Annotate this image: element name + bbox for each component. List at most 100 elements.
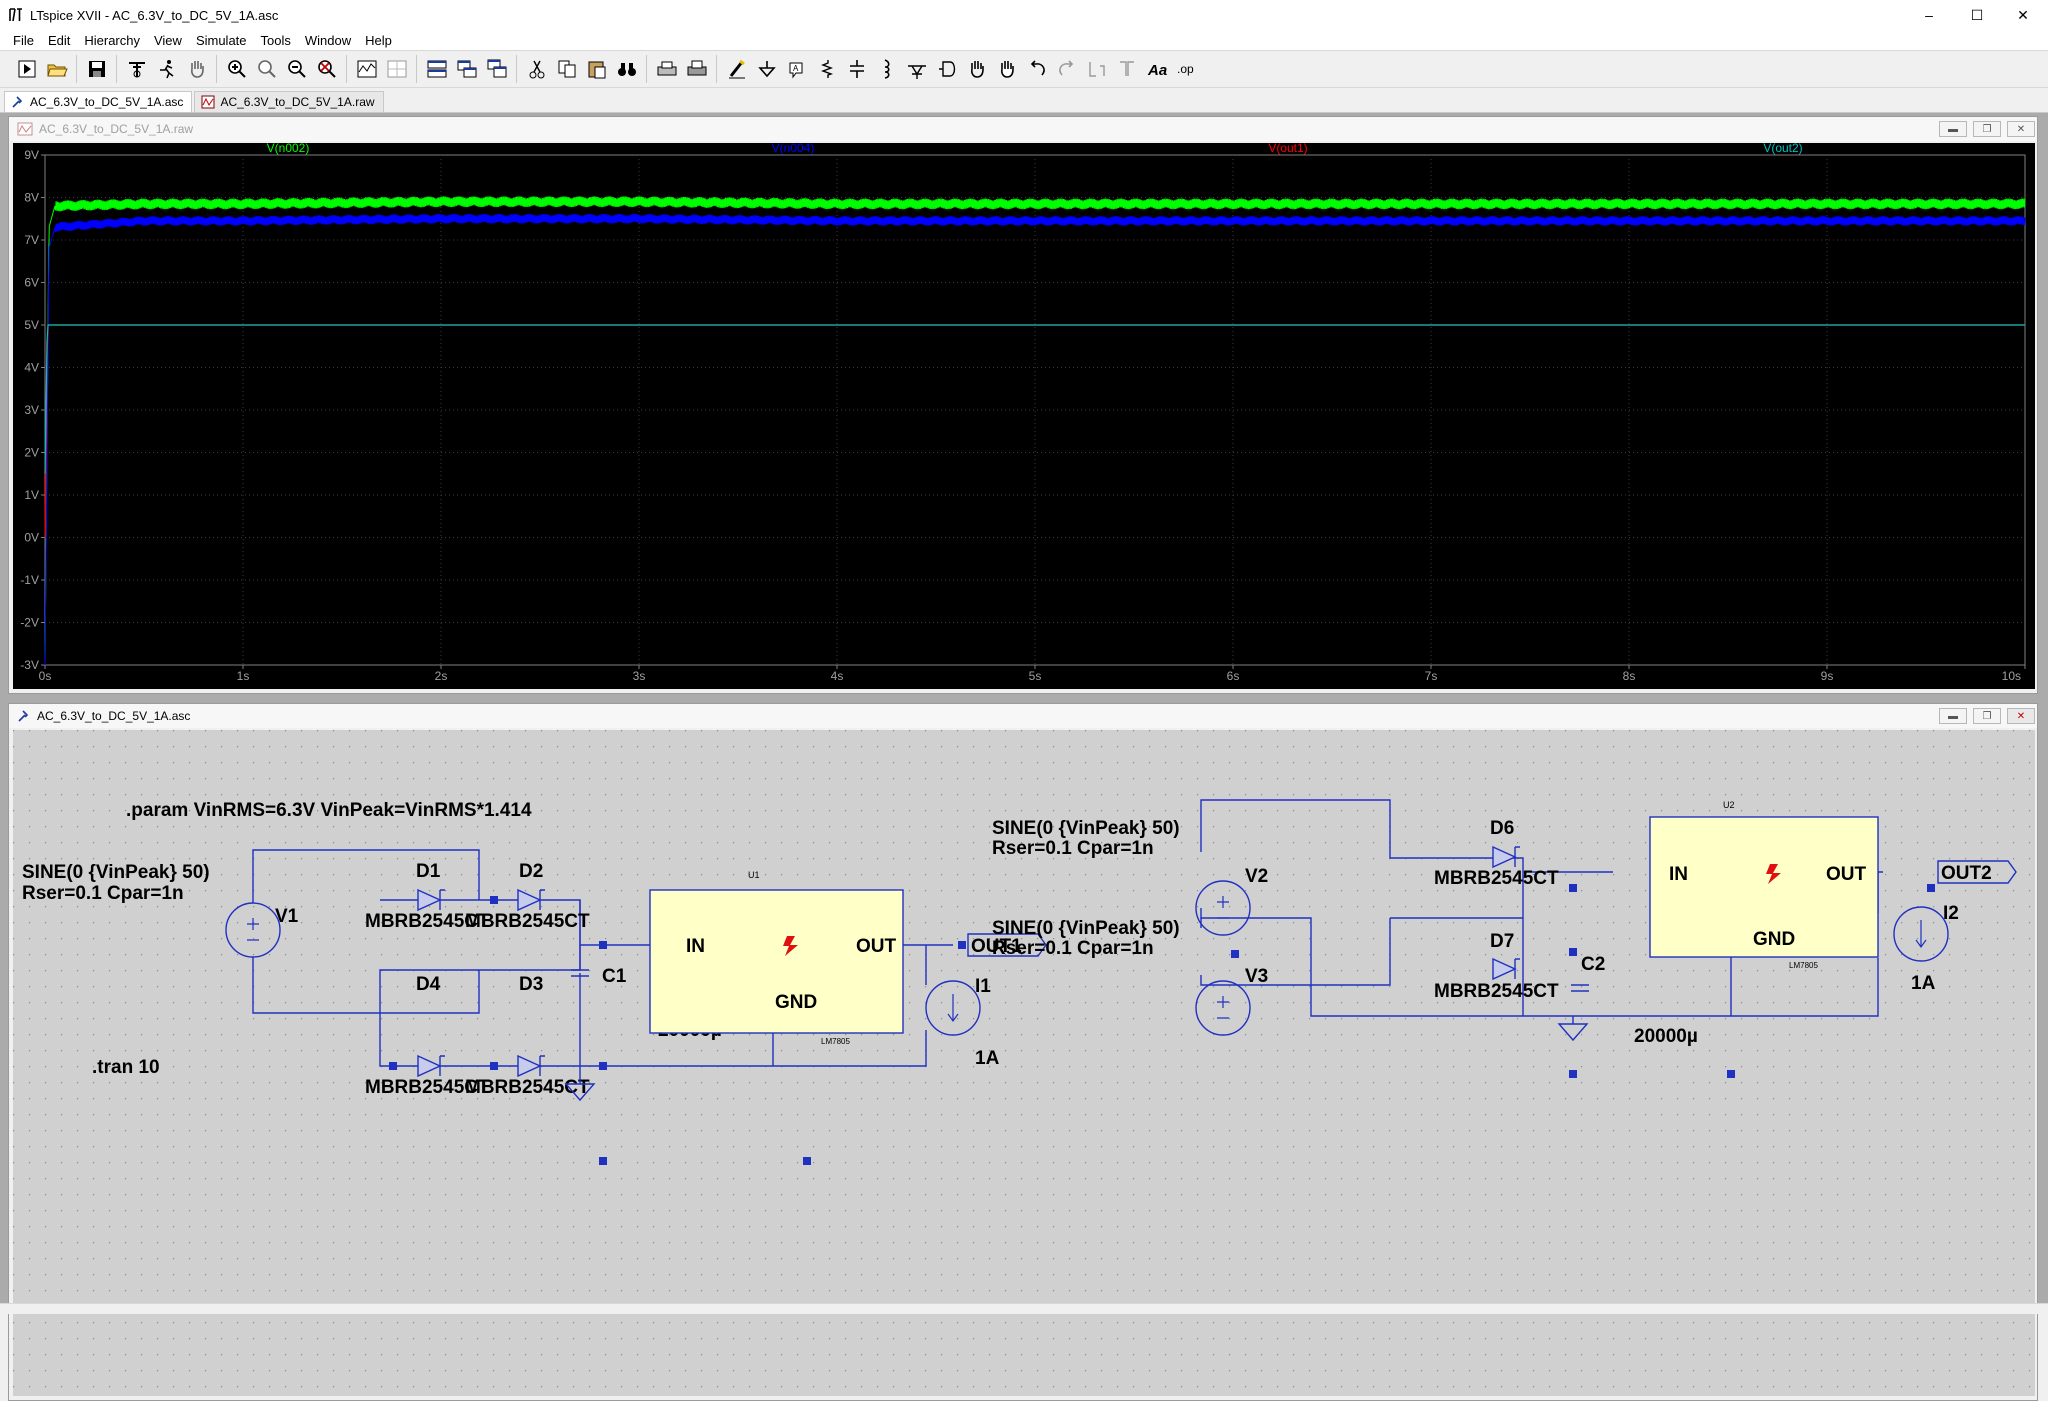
waveform-icon xyxy=(17,122,33,136)
regulator-u1[interactable] xyxy=(649,889,904,1034)
paste-button[interactable] xyxy=(582,54,612,84)
spice-directive-button[interactable]: .op xyxy=(1172,54,1202,84)
zoom-cancel-button[interactable] xyxy=(312,54,342,84)
save-button[interactable] xyxy=(82,54,112,84)
capacitor-c2[interactable] xyxy=(1571,984,1589,992)
diode-button[interactable] xyxy=(902,54,932,84)
minimize-button[interactable]: – xyxy=(1906,0,1952,30)
print-button[interactable] xyxy=(652,54,682,84)
capacitor-c1[interactable] xyxy=(571,969,589,977)
undo-button[interactable] xyxy=(1022,54,1052,84)
toolbar-separator xyxy=(216,55,218,83)
zoom-box-button[interactable] xyxy=(252,54,282,84)
cascade-button[interactable] xyxy=(482,54,512,84)
toolbar-separator xyxy=(346,55,348,83)
close-button[interactable]: ✕ xyxy=(2000,0,2046,30)
grid-button[interactable] xyxy=(382,54,412,84)
find-button[interactable] xyxy=(612,54,642,84)
waveform-window-titlebar[interactable]: AC_6.3V_to_DC_5V_1A.raw xyxy=(9,117,2037,141)
u1-label: U1 xyxy=(748,870,760,880)
trace-legend-vout2[interactable]: V(out2) xyxy=(1763,141,1802,155)
voltage-source-v3[interactable] xyxy=(1195,980,1251,1036)
pan-button[interactable] xyxy=(182,54,212,84)
out2-label: OUT2 xyxy=(1941,863,1992,884)
menu-hierarchy[interactable]: Hierarchy xyxy=(84,32,140,48)
i2-value: 1A xyxy=(1911,973,1936,994)
inductor-button[interactable] xyxy=(872,54,902,84)
rotate-button[interactable] xyxy=(1082,54,1112,84)
current-source-i1[interactable] xyxy=(925,980,981,1036)
resistor-button[interactable] xyxy=(812,54,842,84)
tran-directive[interactable]: .tran 10 xyxy=(92,1057,160,1078)
zoom-out-button[interactable] xyxy=(282,54,312,84)
voltage-source-v1[interactable] xyxy=(225,902,281,958)
net-label-out2[interactable] xyxy=(1937,860,2017,884)
ground-button[interactable] xyxy=(752,54,782,84)
print-setup-button[interactable] xyxy=(682,54,712,84)
cut-button[interactable] xyxy=(522,54,552,84)
svg-text:A: A xyxy=(793,64,799,73)
run-button[interactable] xyxy=(12,54,42,84)
trace-legend-vn002[interactable]: V(n002) xyxy=(267,141,310,155)
wire-icon xyxy=(729,59,745,79)
menu-window[interactable]: Window xyxy=(304,32,352,48)
control-panel-button[interactable] xyxy=(122,54,152,84)
schematic-canvas[interactable]: .param VinRMS=6.3V VinPeak=VinRMS*1.414 … xyxy=(13,730,2035,1396)
schematic-close-button[interactable]: ✕ xyxy=(2007,708,2035,724)
tab-waveform[interactable]: AC_6.3V_to_DC_5V_1A.raw xyxy=(194,91,384,112)
schematic-window[interactable]: AC_6.3V_to_DC_5V_1A.asc ▬ ❐ ✕ xyxy=(8,703,2038,1401)
label-net-button[interactable]: A xyxy=(782,54,812,84)
status-bar xyxy=(0,1303,2048,1314)
waveform-minimize-button[interactable]: ▬ xyxy=(1939,121,1967,137)
menu-help[interactable]: Help xyxy=(365,32,392,48)
menu-tools[interactable]: Tools xyxy=(260,32,291,48)
tile-vertical-button[interactable] xyxy=(452,54,482,84)
maximize-button[interactable]: ☐ xyxy=(1954,0,2000,30)
menu-view[interactable]: View xyxy=(153,32,182,48)
schematic-drawing[interactable]: .param VinRMS=6.3V VinPeak=VinRMS*1.414 … xyxy=(13,730,2035,1396)
param-directive[interactable]: .param VinRMS=6.3V VinPeak=VinRMS*1.414 xyxy=(126,800,532,821)
tile-horizontal-button[interactable] xyxy=(422,54,452,84)
zoom-in-button[interactable] xyxy=(222,54,252,84)
voltage-source-v2[interactable] xyxy=(1195,880,1251,936)
menu-edit[interactable]: Edit xyxy=(47,32,71,48)
halt-button[interactable] xyxy=(152,54,182,84)
trace-legend-vout1[interactable]: V(out1) xyxy=(1268,141,1307,155)
mirror-button[interactable] xyxy=(1112,54,1142,84)
wire-button[interactable] xyxy=(722,54,752,84)
component-button[interactable] xyxy=(932,54,962,84)
menu-simulate[interactable]: Simulate xyxy=(195,32,247,48)
schematic-restore-button[interactable]: ❐ xyxy=(1973,708,2001,724)
copy-button[interactable] xyxy=(552,54,582,84)
v3-value-line1: SINE(0 {VinPeak} 50) xyxy=(992,918,1180,939)
trace-legend-vn004[interactable]: V(n004) xyxy=(772,141,815,155)
drag-button[interactable] xyxy=(992,54,1022,84)
current-source-i2[interactable] xyxy=(1893,906,1949,962)
u1-pin-out: OUT xyxy=(856,936,897,957)
schematic-window-titlebar[interactable]: AC_6.3V_to_DC_5V_1A.asc xyxy=(9,704,2037,728)
ground-symbol-right xyxy=(1557,1016,1589,1042)
text-button[interactable]: Aa xyxy=(1142,54,1172,84)
d4-model: MBRB2545CT xyxy=(365,1077,490,1098)
open-button[interactable] xyxy=(42,54,72,84)
regulator-u2[interactable] xyxy=(1649,816,1879,958)
x-tick-label: 6s xyxy=(1227,669,1240,683)
y-tick-label: 7V xyxy=(24,233,39,247)
move-button[interactable] xyxy=(962,54,992,84)
waveform-restore-button[interactable]: ❐ xyxy=(1973,121,2001,137)
schematic-minimize-button[interactable]: ▬ xyxy=(1939,708,1967,724)
menu-file[interactable]: File xyxy=(13,32,34,48)
waveform-close-button[interactable]: ✕ xyxy=(2007,121,2035,137)
tab-schematic[interactable]: AC_6.3V_to_DC_5V_1A.asc xyxy=(4,91,193,112)
capacitor-button[interactable] xyxy=(842,54,872,84)
trace-vout2 xyxy=(44,324,2025,474)
cascade-icon xyxy=(487,59,507,78)
d6-model: MBRB2545CT xyxy=(1434,868,1559,889)
redo-button[interactable] xyxy=(1052,54,1082,84)
autorange-button[interactable] xyxy=(352,54,382,84)
net-label-out1[interactable] xyxy=(967,933,1047,957)
tab-label: AC_6.3V_to_DC_5V_1A.asc xyxy=(30,95,184,109)
